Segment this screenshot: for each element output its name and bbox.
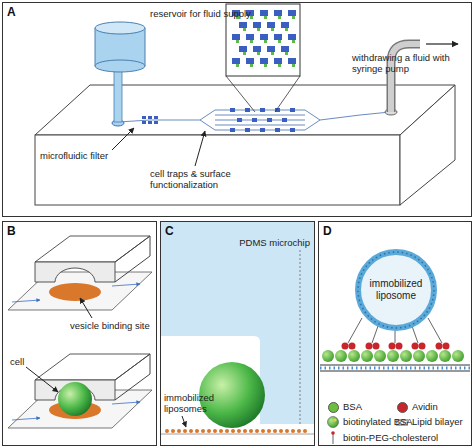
callout-label: microfluidic filter: [40, 150, 130, 161]
panel-frame: Dimmobilized liposome: [318, 221, 472, 446]
callout-label: reservoir for fluid supply: [150, 8, 280, 19]
liposome-label: immobilized liposome: [365, 278, 427, 302]
callout-label: cell traps & surface functionalization: [150, 168, 270, 190]
trap-illustration: [8, 236, 152, 428]
callout-label: PDMS microchip: [230, 237, 310, 248]
callout-label: vesicle binding site: [70, 320, 155, 331]
callout-label: withdrawing a fluid with syringe pump: [352, 52, 464, 74]
panel-frame: A: [2, 2, 472, 217]
panel-letter: B: [7, 224, 16, 238]
legend-label: biotinylated BSA: [343, 416, 413, 427]
liposome-circle: immobilized liposome: [354, 248, 438, 332]
channel-section: [161, 222, 314, 434]
callout-label: immobilized liposomes: [164, 392, 216, 414]
panel-frame: B: [2, 221, 157, 446]
panel-letter: C: [165, 224, 174, 238]
legend-label: biotin-PEG-cholesterol: [343, 432, 438, 443]
legend-swatch: [397, 402, 408, 413]
chip-illustration: [35, 4, 458, 205]
legend-label: Lipid bilayer: [412, 416, 463, 427]
legend-label: Avidin: [412, 401, 438, 412]
panel-letter: A: [7, 5, 16, 19]
legend-label: BSA: [343, 401, 362, 412]
callout-label: cell: [10, 356, 40, 367]
legend-swatch: [328, 402, 339, 413]
surface-chemistry: [320, 318, 470, 444]
panel-letter: D: [323, 224, 332, 238]
